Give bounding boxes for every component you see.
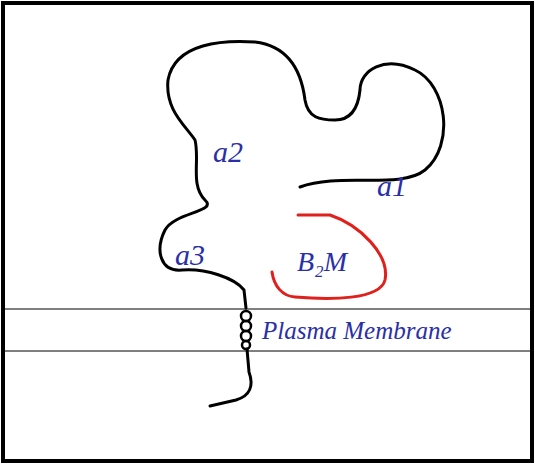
protein-outline <box>160 41 444 308</box>
domain-label: a1 <box>377 171 407 201</box>
cytoplasmic-tail <box>210 349 251 406</box>
membrane-label: Plasma Membrane <box>262 318 452 343</box>
frame-border <box>3 3 532 461</box>
domain-label: a2 <box>213 137 243 167</box>
transmembrane-helix <box>241 311 251 349</box>
subunit-label: B₂M <box>297 248 347 276</box>
membrane-line <box>5 351 530 352</box>
domain-label: a3 <box>175 240 205 270</box>
b2m-outline <box>272 215 386 298</box>
membrane-line <box>5 309 530 310</box>
